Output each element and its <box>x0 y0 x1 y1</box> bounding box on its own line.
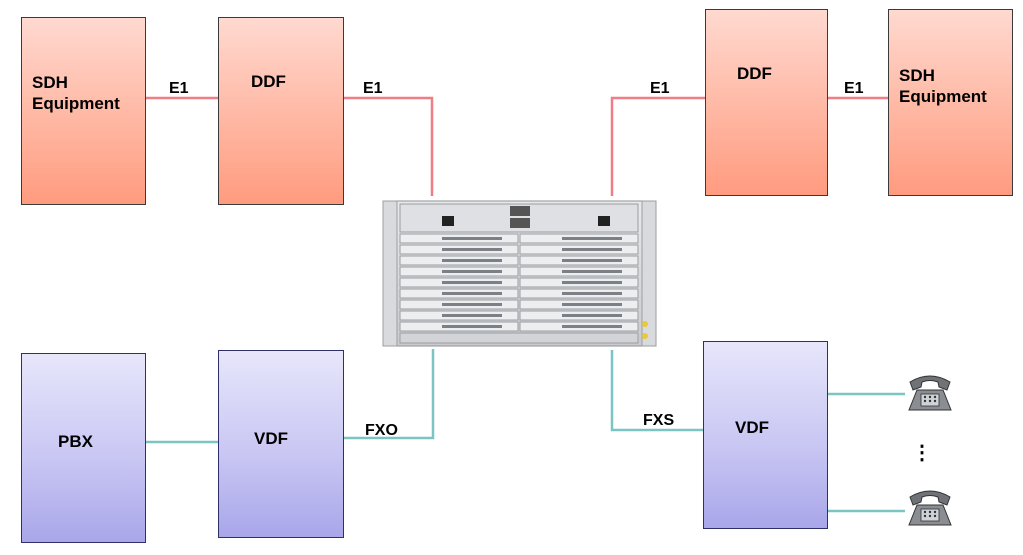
vdf-right: VDF <box>703 341 828 529</box>
vdf-left-label: VDF <box>254 429 288 448</box>
fxs-label: FXS <box>643 412 675 429</box>
vertical-ellipsis: ⋮ <box>912 442 932 464</box>
pbx-box: PBX <box>21 353 146 543</box>
ddf-left: DDF <box>218 17 344 205</box>
e1-label-a: E1 <box>169 80 189 97</box>
e1-label-b: E1 <box>363 80 383 97</box>
fxs-line <box>610 350 703 432</box>
pbx-label: PBX <box>58 432 93 451</box>
fxo-line <box>344 349 435 440</box>
vdf-left: VDF <box>218 350 344 538</box>
ddf-left-label: DDF <box>251 72 286 91</box>
vdf-right-label: VDF <box>735 418 769 437</box>
ddf-right: DDF <box>705 9 828 196</box>
telephone-icon <box>908 375 952 411</box>
e1-line-ddf-left-mux <box>344 96 434 196</box>
telephone-icon <box>908 490 952 526</box>
sdh-equipment-right: SDH Equipment <box>888 9 1013 196</box>
sdh-equipment-left: SDH Equipment <box>21 17 146 205</box>
ddf-right-label: DDF <box>737 64 772 83</box>
e1-label-d: E1 <box>844 80 864 97</box>
e1-label-c: E1 <box>650 80 670 97</box>
e1-line-mux-ddf-right <box>610 96 705 196</box>
sdh-equipment-right-label: SDH Equipment <box>899 66 987 106</box>
fxo-label: FXO <box>365 422 398 439</box>
sdh-equipment-left-label: SDH Equipment <box>32 73 120 113</box>
multiplexer-chassis <box>382 200 657 347</box>
